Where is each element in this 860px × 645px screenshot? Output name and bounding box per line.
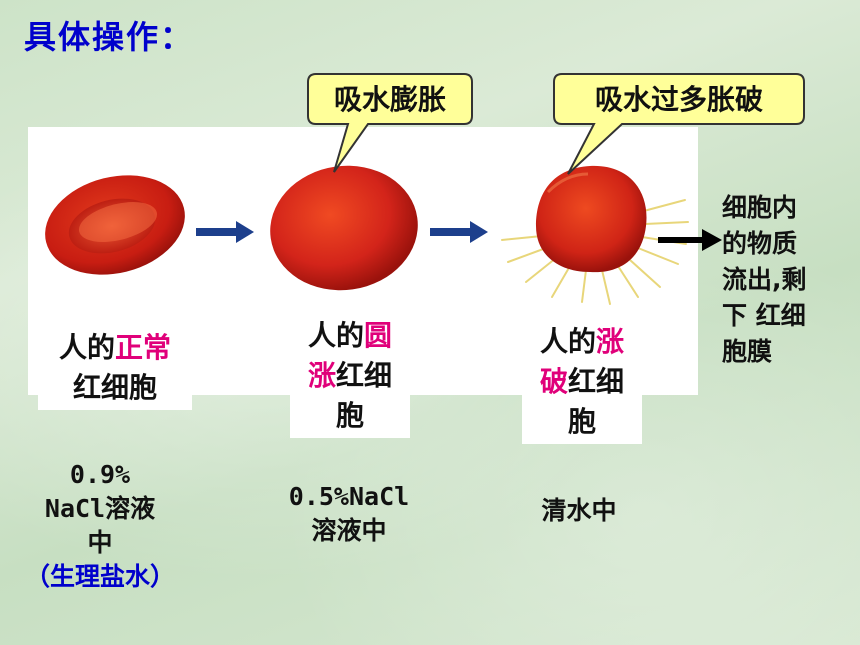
outflow-description: 细胞内 的物质 流出,剩 下 红细 胞膜 (722, 190, 842, 370)
label-swollen-cell: 人的圆 涨红细 胞 (290, 316, 410, 438)
outflow-line-5: 胞膜 (722, 337, 773, 366)
label-burst-cell: 人的涨 破红细 胞 (522, 322, 642, 444)
outflow-line-4: 下 红细 (722, 301, 806, 330)
callout-burst-text: 吸水过多胀破 (594, 83, 763, 116)
label-normal-highlight: 正常 (115, 331, 172, 364)
callout-burst: 吸水过多胀破 (552, 72, 808, 186)
outflow-line-2: 的物质 (722, 229, 798, 258)
callout-swell: 吸水膨胀 (306, 72, 476, 186)
outflow-line-1: 细胞内 (722, 193, 798, 222)
condition-normal-note: （生理盐水） (24, 562, 175, 591)
outflow-arrow (658, 228, 724, 256)
arrow-right-1 (196, 221, 256, 247)
normal-red-blood-cell (40, 168, 190, 278)
condition-normal: 0.9% NaCl溶液 中 （生理盐水） (10, 458, 190, 594)
swollen-red-blood-cell (262, 160, 422, 295)
callout-swell-text: 吸水膨胀 (333, 83, 446, 116)
condition-swollen: 0.5%NaCl 溶液中 (288, 482, 410, 545)
arrow-right-2 (430, 221, 490, 247)
label-normal-cell: 人的正常 红细胞 (38, 328, 192, 410)
page-title: 具体操作： (24, 18, 195, 56)
condition-burst: 清水中 (541, 496, 617, 525)
outflow-line-3: 流出,剩 (722, 265, 807, 294)
